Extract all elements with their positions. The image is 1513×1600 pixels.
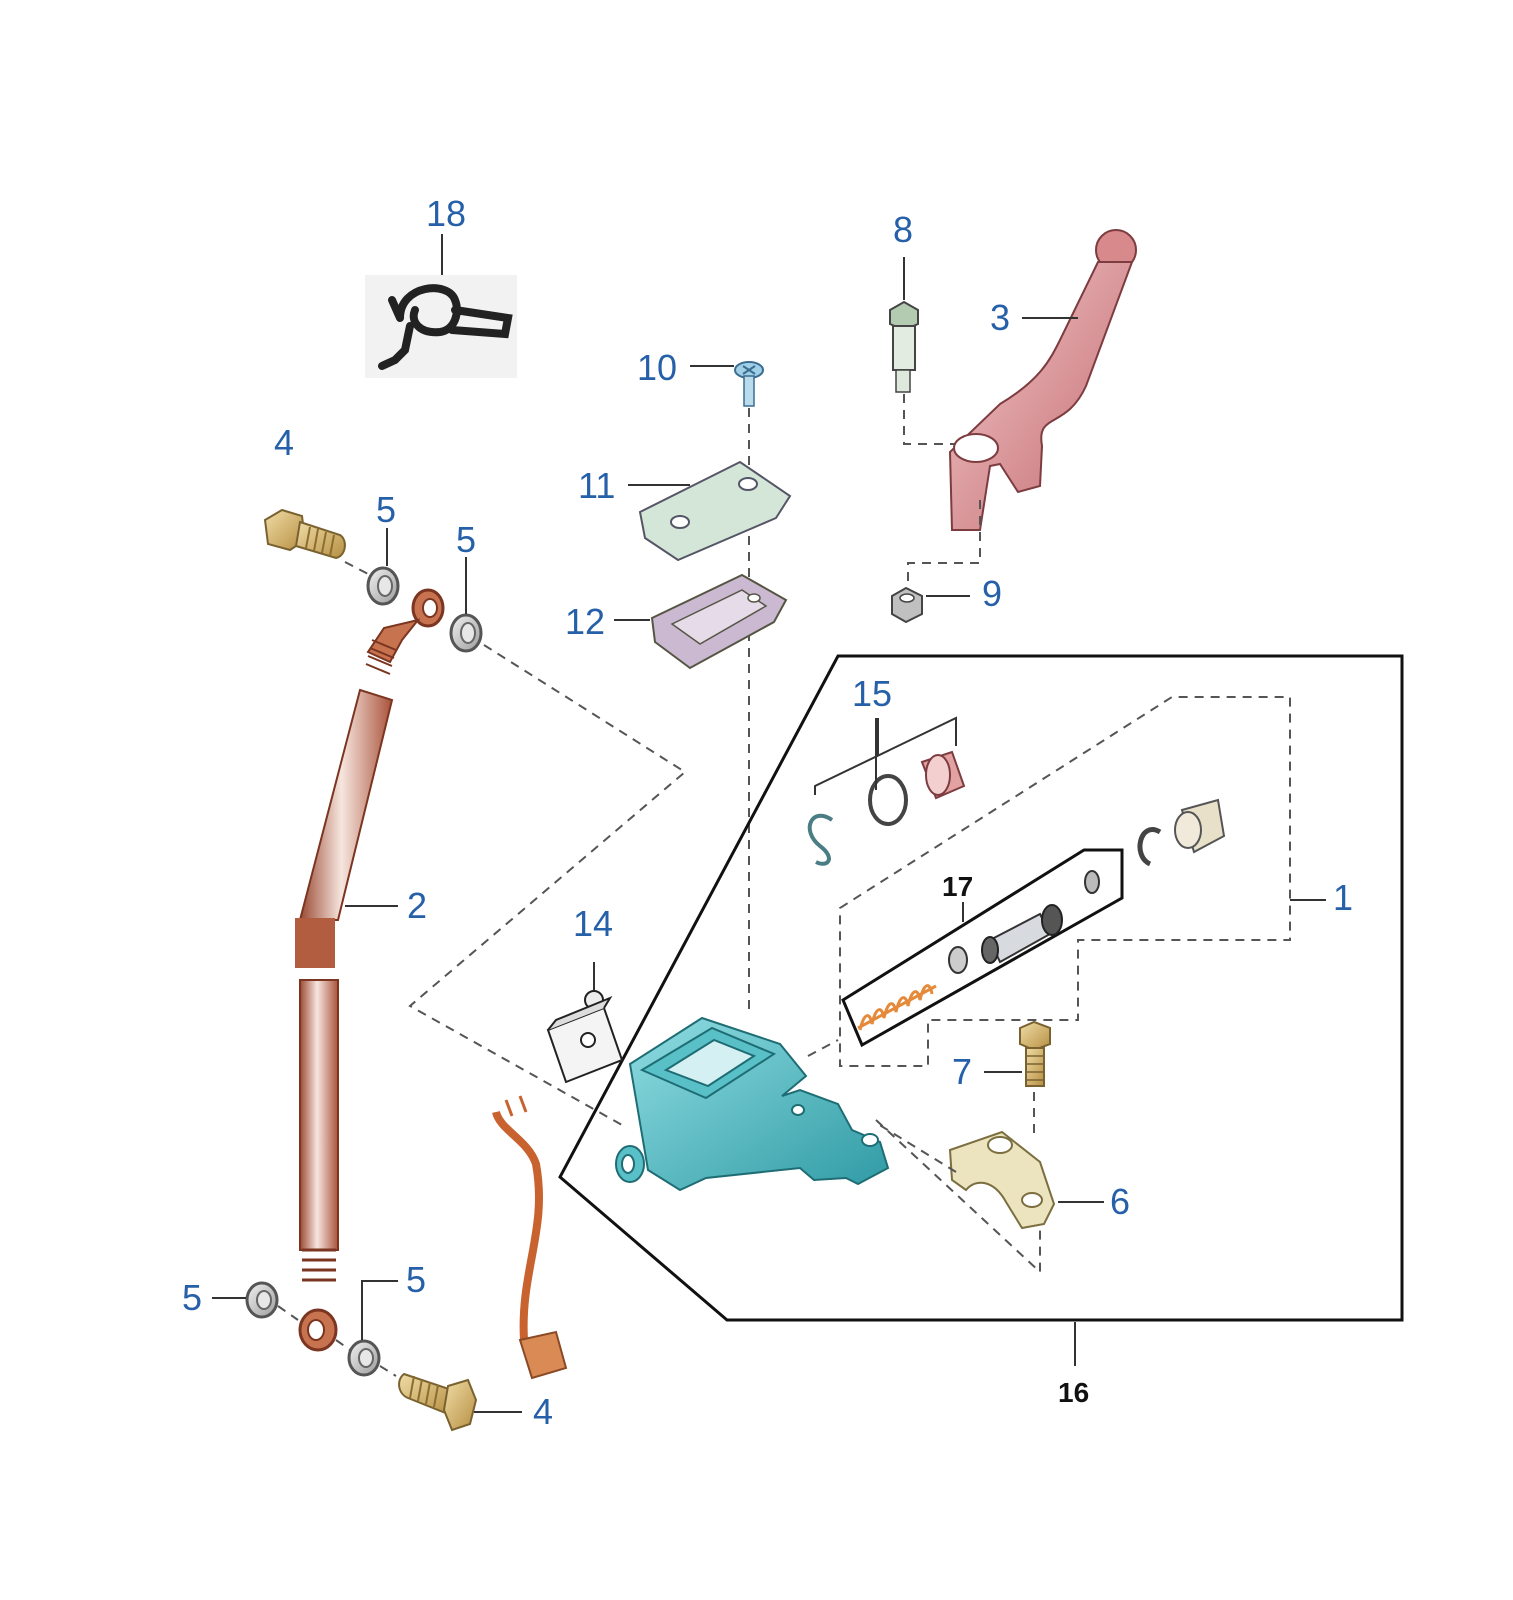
label-1: 1 bbox=[1333, 877, 1353, 918]
label-18: 18 bbox=[426, 193, 466, 234]
lever-icon bbox=[948, 229, 1137, 531]
pivot-bolt-icon bbox=[889, 300, 919, 393]
label-4-bottom: 4 bbox=[533, 1391, 553, 1432]
dust-boot-icon bbox=[1174, 798, 1226, 854]
label-8: 8 bbox=[893, 209, 913, 250]
clamp-bolt-icon bbox=[1019, 1020, 1051, 1087]
diaphragm-icon bbox=[650, 573, 788, 670]
label-14: 14 bbox=[573, 903, 613, 944]
banjo-bolt-top-icon bbox=[263, 508, 346, 560]
label-16: 16 bbox=[1058, 1377, 1089, 1408]
label-15: 15 bbox=[852, 673, 892, 714]
label-5-top-right: 5 bbox=[456, 519, 476, 560]
label-10: 10 bbox=[637, 347, 677, 388]
circlip-icon bbox=[1137, 827, 1162, 867]
cover-icon bbox=[638, 460, 792, 562]
label-7: 7 bbox=[952, 1051, 972, 1092]
clamp-icon bbox=[948, 1130, 1056, 1230]
washer-icon bbox=[245, 1281, 279, 1319]
piston-kit-icon bbox=[857, 870, 1100, 1031]
label-4-top: 4 bbox=[274, 422, 294, 463]
switch-icon bbox=[546, 990, 624, 1084]
nut-icon bbox=[891, 586, 923, 624]
label-3: 3 bbox=[990, 297, 1010, 338]
label-2: 2 bbox=[407, 885, 427, 926]
screw-icon bbox=[734, 361, 764, 407]
washer-icon bbox=[347, 1339, 381, 1377]
washer-icon bbox=[449, 613, 483, 653]
washer-icon bbox=[366, 566, 400, 606]
label-5-bottom-right: 5 bbox=[406, 1259, 426, 1300]
label-6: 6 bbox=[1110, 1181, 1130, 1222]
hose-clip-icon bbox=[365, 275, 517, 378]
seal-kit-icon bbox=[807, 750, 966, 866]
label-17: 17 bbox=[942, 871, 973, 902]
label-5-bottom-left: 5 bbox=[182, 1277, 202, 1318]
banjo-bolt-bottom-icon bbox=[398, 1372, 478, 1432]
label-11: 11 bbox=[578, 465, 615, 506]
label-12: 12 bbox=[565, 601, 605, 642]
master-cylinder-icon bbox=[615, 1016, 890, 1192]
label-5-top-left: 5 bbox=[376, 489, 396, 530]
label-9: 9 bbox=[982, 573, 1002, 614]
brake-hose-icon bbox=[295, 588, 445, 1352]
switch-wire-icon bbox=[492, 1095, 568, 1380]
